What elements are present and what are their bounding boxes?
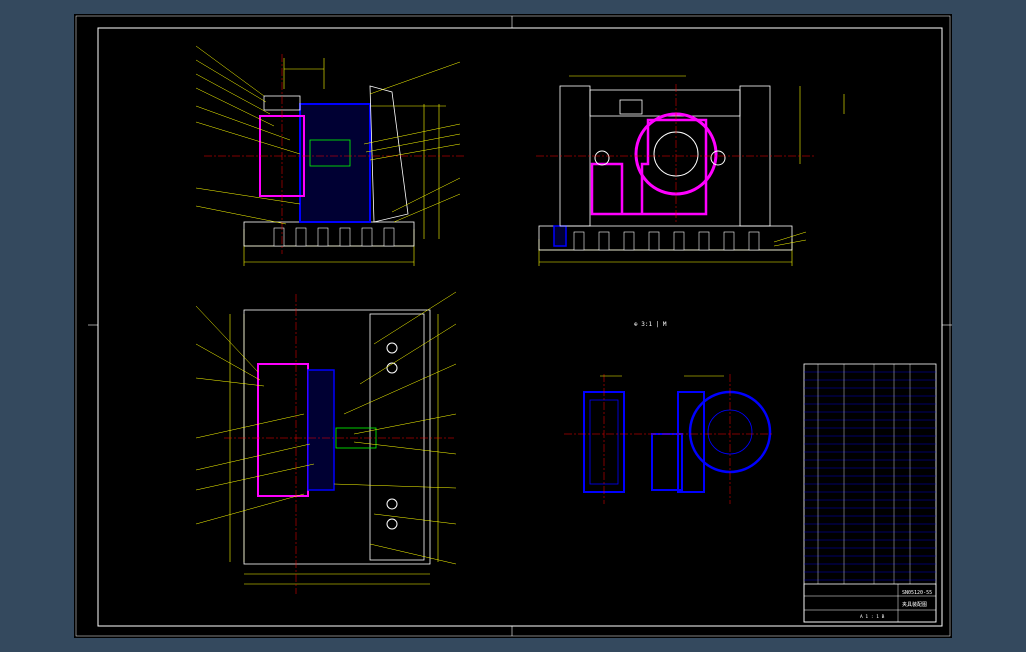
side-view-leader-lines	[773, 231, 807, 247]
section-label: ⊕ 3:1 | M	[634, 321, 667, 328]
side-clamp-knob-left	[594, 150, 610, 166]
front-view-leader-lines	[195, 45, 461, 225]
side-workpiece-profile	[590, 118, 708, 216]
side-clamp-knob-right	[710, 150, 726, 166]
plan-fixture-plate-hatched	[307, 369, 335, 491]
front-locating-pin-assembly	[309, 139, 351, 167]
front-support-rib	[369, 85, 409, 223]
front-view	[195, 45, 464, 266]
outer-trim-frame	[75, 15, 951, 637]
plan-workpiece	[257, 363, 309, 497]
plan-right-upright	[369, 313, 425, 561]
parts-list-rows	[804, 371, 936, 581]
side-top-beam	[589, 89, 741, 117]
front-fixture-body-hatched	[299, 103, 371, 223]
title-line2: 夹具装配图	[902, 601, 927, 608]
plan-view-leader-lines	[195, 291, 457, 565]
side-top-clamp	[619, 99, 643, 115]
title-line1: SN05120-55	[902, 590, 932, 596]
side-base-plate	[538, 225, 793, 251]
plan-view	[195, 291, 457, 594]
side-base-hatch-left	[553, 225, 567, 247]
title-block: SN05120-55 夹具装配图 A 1 : 1 B	[803, 363, 937, 623]
side-view	[536, 75, 845, 266]
drawing-sheet: ⊕ 3:1 | M SN05120-55 夹具装配图 A 1 : 1 B	[74, 14, 952, 638]
plan-base-outline	[243, 309, 431, 565]
scale-row: A 1 : 1 B	[860, 614, 885, 620]
side-view-dimensions	[538, 75, 845, 266]
parts-list-frame	[803, 363, 937, 623]
section-detail-right-web	[677, 391, 705, 493]
section-details: ⊕ 3:1 | M	[564, 321, 774, 504]
title-block-frame	[803, 583, 937, 623]
cad-assembly-drawing: ⊕ 3:1 | M SN05120-55 夹具装配图 A 1 : 1 B	[75, 15, 952, 637]
border-frame	[97, 27, 943, 627]
